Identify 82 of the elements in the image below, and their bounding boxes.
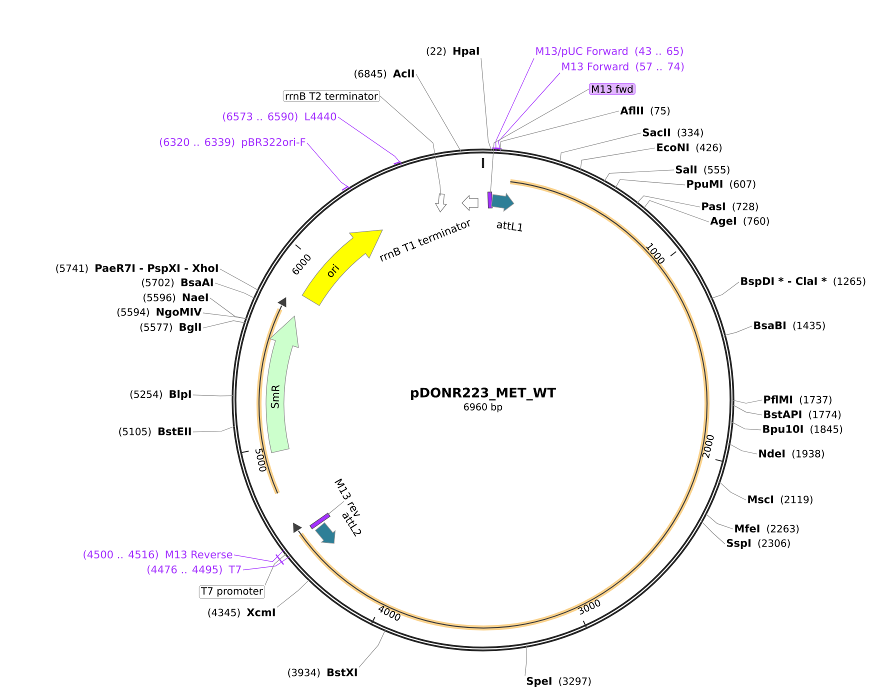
leader-line [723, 326, 752, 336]
leader-line [524, 644, 527, 676]
site-label: MscI (2119) [748, 496, 812, 504]
feature-block [462, 194, 478, 212]
leader-line [728, 442, 758, 454]
leader-line [704, 512, 734, 530]
leader-line [490, 88, 590, 194]
site-label: Bpu10I (1845) [763, 425, 842, 435]
leader-line [496, 58, 534, 152]
feature-label-box: T7 promoter [198, 585, 265, 599]
leader-line [380, 96, 441, 196]
scale-label: 3000 [578, 600, 600, 615]
site-label: AflII (75) [620, 106, 670, 116]
leader-line [234, 550, 284, 562]
site-label: PpuMI (607) [687, 180, 756, 190]
site-label: MfeI (2263) [735, 524, 799, 534]
leader-line [202, 320, 246, 328]
leader-line [192, 394, 234, 396]
site-label: BspDI * - ClaI * (1265) [741, 276, 866, 288]
primer-label: (4500 .. 4516) M13 Reverse [84, 550, 232, 560]
feature-label-box: rrnB T2 terminator [282, 90, 380, 102]
leader-line [306, 142, 352, 190]
leader-line [718, 480, 746, 500]
site-label: (5741) PaeR7I - PspXI - XhoI [56, 264, 218, 274]
site-label: SalI (555) [676, 165, 730, 175]
leader-line [560, 132, 642, 164]
site-label: (22) HpaI [426, 47, 479, 57]
site-label: (5596) NaeI [144, 294, 208, 302]
leader-line [326, 501, 344, 516]
site-label: EcoNI (426) [657, 144, 722, 152]
scale-label: 2000 [702, 434, 714, 458]
leader-line [732, 400, 762, 404]
site-label: PasI (728) [702, 202, 758, 212]
leader-line [192, 426, 236, 432]
site-label: SacII (334) [642, 128, 703, 138]
site-label: (5105) BstEII [119, 428, 191, 436]
site-label: (5577) BglI [140, 322, 201, 334]
primer-label: (6320 .. 6339) pBR322ori-F [160, 138, 306, 148]
site-label: (5594) NgoMIV [117, 308, 202, 318]
leader-line [614, 179, 686, 190]
site-label: PflMI (1737) [764, 395, 832, 405]
feature-label: attL1 [496, 222, 522, 232]
site-label: NdeI (1938) [759, 449, 824, 459]
leader-line [210, 298, 248, 320]
feature-label-box: M13 fwd [589, 83, 636, 95]
site-label: BstAPI (1774) [764, 410, 841, 420]
leader-line [214, 282, 256, 300]
primer-label: (6573 .. 6590) L4440 [223, 112, 336, 122]
site-label: AgeI (760) [710, 217, 769, 227]
leader-line [730, 421, 762, 430]
leader-line [498, 72, 560, 152]
scale-label: 5000 [255, 448, 266, 472]
site-label: (6845) AclI [354, 69, 414, 79]
leader-line [242, 556, 290, 570]
site-label: (5702) BsaAI [142, 278, 213, 288]
site-label: (5254) BlpI [130, 390, 191, 400]
leader-line [603, 170, 674, 182]
leader-line [700, 520, 726, 544]
site-label: (4345) XcmI [208, 608, 275, 618]
leader-line [276, 578, 310, 608]
primer-label: M13 Forward (57 .. 74) [562, 62, 684, 72]
site-label: BsaBI (1435) [754, 322, 825, 330]
leader-line [264, 552, 288, 586]
scale-label: 4000 [378, 606, 400, 621]
leader-line [416, 74, 462, 152]
leader-line [202, 312, 248, 320]
leader-line [338, 116, 402, 165]
site-label: (3934) BstXI [288, 668, 357, 678]
leader-line [358, 628, 386, 668]
primer-label: (4476 .. 4495) T7 [148, 565, 241, 575]
leader-line [500, 110, 620, 152]
primer-label: M13/pUC Forward (43 .. 65) [536, 46, 683, 58]
leader-line [580, 148, 656, 172]
leader-line [220, 268, 260, 292]
leader-line [710, 282, 740, 300]
leader-line [480, 58, 492, 152]
leader-line [732, 404, 762, 416]
feature-block: SmR [266, 316, 299, 454]
site-label: SpeI (3297) [526, 677, 591, 687]
leader-line [642, 200, 710, 222]
leader-line [636, 195, 700, 208]
site-label: SspI (2306) [726, 539, 790, 549]
